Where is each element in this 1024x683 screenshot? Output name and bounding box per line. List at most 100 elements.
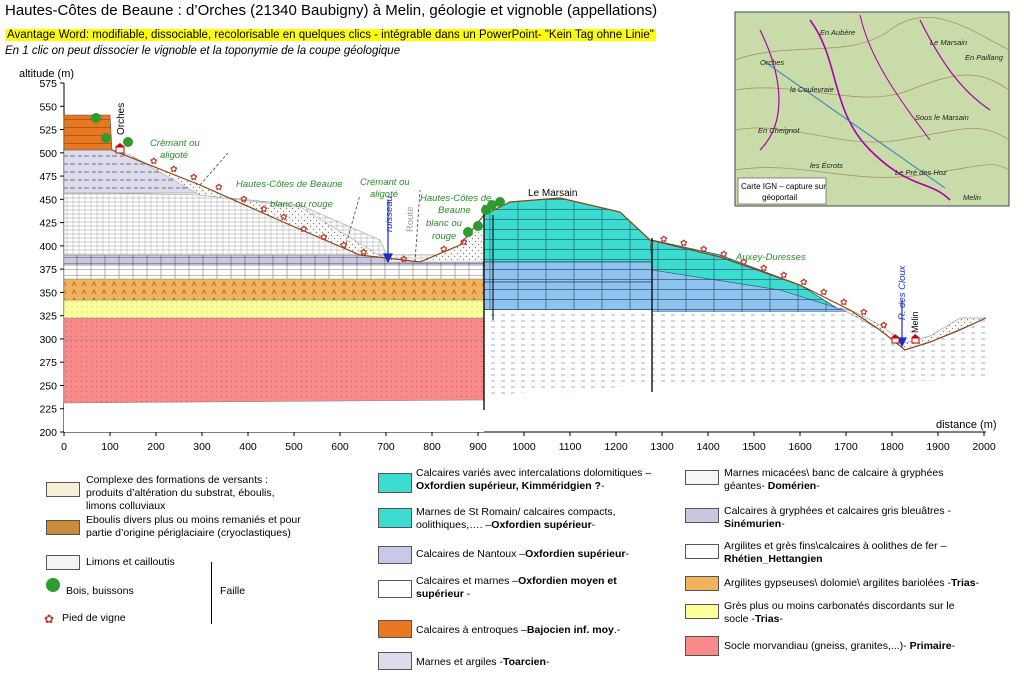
label-cremant-1b: aligoté xyxy=(160,150,188,161)
vine-icon: ✿ xyxy=(360,247,368,257)
label-melin: Melin xyxy=(910,311,920,333)
fault-legend-line xyxy=(211,562,212,624)
x-tick-label: 400 xyxy=(239,441,257,453)
legend-text: Calcaires de Nantoux –Oxfordien supérieu… xyxy=(416,548,630,560)
legend-swatch xyxy=(378,473,412,493)
vine-icon: ✿ xyxy=(170,164,178,174)
tree-icon xyxy=(123,137,133,147)
subtitle-italic: En 1 clic on peut dissocier le vignoble … xyxy=(5,45,401,57)
central-block-strata xyxy=(483,197,653,395)
vine-icon: ✿ xyxy=(215,182,223,192)
y-tick-labels: 5755505255004754504254003753503253002752… xyxy=(39,78,64,439)
map-place: Le Pré des Hoz xyxy=(895,168,947,177)
vine-icon: ✿ xyxy=(320,232,328,242)
label-cremant-2b: aligoté xyxy=(370,189,398,200)
vine-icon: ✿ xyxy=(440,244,448,254)
legend-swatch xyxy=(685,604,719,619)
legend-text: Pied de vigne xyxy=(62,612,126,624)
tree-icon xyxy=(473,221,483,231)
legend-text: Calcaires et marnes –Oxfordien moyen et … xyxy=(416,575,617,600)
y-tick-label: 200 xyxy=(39,427,57,439)
legend-text: Socle morvandiau (gneiss, granites,...)-… xyxy=(724,640,956,652)
vine-icon: ✿ xyxy=(150,156,158,166)
vine-icon: ✿ xyxy=(740,257,748,267)
x-tick-label: 800 xyxy=(423,441,441,453)
map-place: En Cheignot xyxy=(758,126,800,135)
label-hcb-1a: Hautes-Côtes de Beaune xyxy=(236,179,343,190)
vine-icons: ✿✿✿✿✿✿✿✿✿✿✿✿✿✿✿✿✿✿✿✿✿✿✿✿✿✿ xyxy=(150,156,888,330)
label-route: Route xyxy=(405,207,416,232)
legend-text: Marnes et argiles -Toarcien- xyxy=(416,656,550,668)
legend-swatch xyxy=(378,652,412,670)
stream-arrows xyxy=(383,200,907,348)
vine-icon: ✿ xyxy=(280,212,288,222)
y-tick-label: 225 xyxy=(39,404,57,416)
map-place: En Paillang xyxy=(965,53,1004,62)
label-r-cloux: R. des Cloux xyxy=(897,264,908,320)
ign-map-inset: Carte IGN – capture sur géoportail En Au… xyxy=(734,11,1010,207)
y-tick-label: 425 xyxy=(39,218,57,230)
x-tick-label: 600 xyxy=(331,441,349,453)
x-tick-label: 900 xyxy=(469,441,487,453)
vine-icon: ✿ xyxy=(300,224,308,234)
legend-swatch xyxy=(685,636,719,656)
x-tick-label: 700 xyxy=(377,441,395,453)
vine-icon: ✿ xyxy=(190,172,198,182)
tree-icon xyxy=(495,197,505,207)
tree-icon xyxy=(101,133,111,143)
legend-swatch xyxy=(46,555,80,570)
vine-icon: ✿ xyxy=(800,277,808,287)
y-tick-label: 450 xyxy=(39,194,57,206)
legend-text: Complexe des formations de versants : pr… xyxy=(86,474,275,512)
x-tick-label: 1400 xyxy=(696,441,720,453)
legend-swatch xyxy=(378,620,412,638)
map-place: Melin xyxy=(963,193,981,202)
legend-text: Eboulis divers plus ou moins remaniés et… xyxy=(86,514,301,539)
legend-text: Faille xyxy=(220,585,246,597)
map-place: Sous le Marsain xyxy=(915,113,969,122)
y-tick-label: 525 xyxy=(39,125,57,137)
y-tick-label: 375 xyxy=(39,264,57,276)
y-tick-label: 350 xyxy=(39,287,57,299)
vine-icon: ✿ xyxy=(780,270,788,280)
vine-icon: ✿ xyxy=(720,249,728,259)
x-tick-label: 300 xyxy=(193,441,211,453)
west-block-strata xyxy=(63,114,485,432)
legend-swatch xyxy=(685,576,719,591)
x-tick-label: 1200 xyxy=(604,441,628,453)
x-tick-label: 1500 xyxy=(742,441,766,453)
label-le-marsain: Le Marsain xyxy=(528,188,577,199)
vine-icon: ✿ xyxy=(400,254,408,264)
x-tick-label: 1600 xyxy=(788,441,812,453)
x-tick-label: 2000 xyxy=(972,441,996,453)
legend-text: Marnes micacées\ banc de calcaire à gryp… xyxy=(724,467,944,492)
tree-icon xyxy=(91,113,101,123)
vine-icon: ✿ xyxy=(860,307,868,317)
x-tick-label: 1100 xyxy=(559,441,582,453)
y-axis-title: altitude (m) xyxy=(19,68,74,80)
vine-icon: ✿ xyxy=(680,238,688,248)
label-hcb-2c: blanc ou xyxy=(426,218,463,229)
map-place: Le Marsain xyxy=(930,38,967,47)
label-hcb-1b: blanc ou rouge xyxy=(270,199,333,210)
map-place: la Coulevraie xyxy=(790,85,834,94)
map-caption-b: géoportail xyxy=(762,193,797,202)
map-place: En Aubère xyxy=(820,28,855,37)
label-hcb-2b: Beaune xyxy=(438,205,471,216)
y-tick-label: 250 xyxy=(39,380,57,392)
map-place: Orches xyxy=(760,58,784,67)
legend-swatch xyxy=(685,544,719,559)
y-tick-label: 550 xyxy=(39,101,57,113)
legend-swatch xyxy=(378,508,412,528)
y-tick-label: 325 xyxy=(39,311,57,323)
vine-icon: ✿ xyxy=(660,234,668,244)
legend-swatch xyxy=(685,508,719,523)
tree-icon xyxy=(46,578,60,592)
vine-icon: ✿ xyxy=(760,263,768,273)
legend-swatch xyxy=(46,482,80,497)
vine-icon: ✿ xyxy=(340,240,348,250)
east-block-strata xyxy=(651,239,987,385)
page-title: Hautes-Côtes de Beaune : d’Orches (21340… xyxy=(5,2,658,19)
x-tick-label: 200 xyxy=(147,441,165,453)
